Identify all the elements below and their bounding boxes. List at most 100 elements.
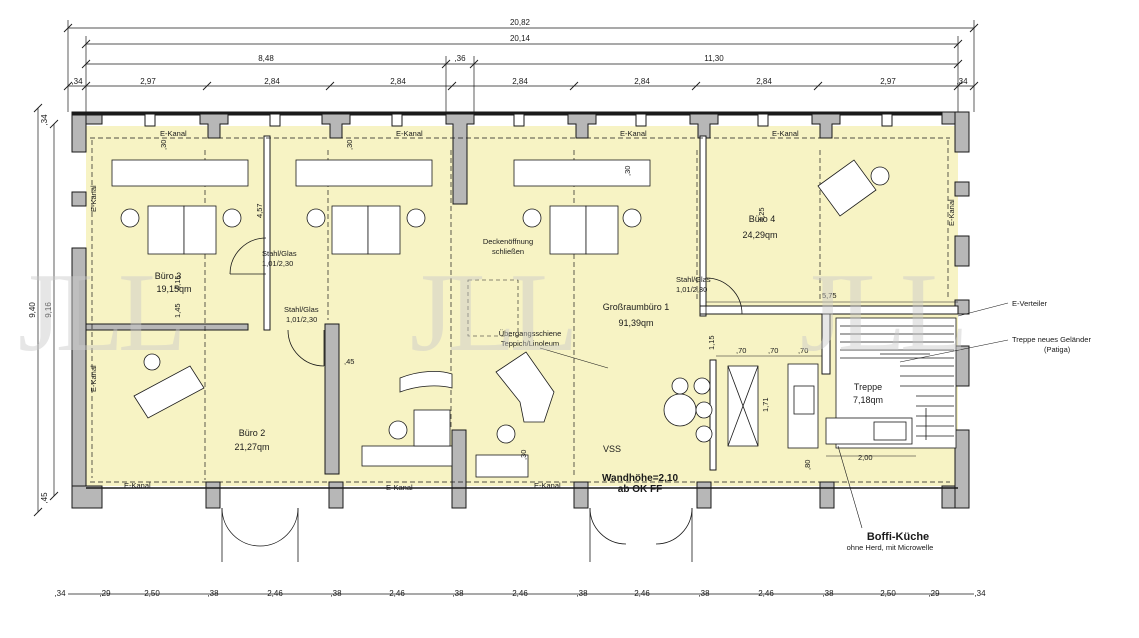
wall-height-label-2: ab OK FF <box>618 484 662 495</box>
dim-bottom-10: 2,46 <box>634 589 650 598</box>
ceiling-opening-label-1: Deckenöffnung <box>483 237 533 246</box>
dim-70b: ,70 <box>768 346 778 355</box>
stair-railing-leader <box>899 339 1009 363</box>
stair-railing-label-1: Treppe neues Geländer <box>1012 335 1091 344</box>
watermark-center: JLL <box>410 251 572 375</box>
dimension-ticks <box>33 23 979 517</box>
e-verteiler-leader <box>957 302 1009 317</box>
dim-bottom-14: 2,50 <box>880 589 896 598</box>
wall-height-label-1: Wandhöhe=2,10 <box>602 473 678 484</box>
dim-middle-part: ,36 <box>454 54 466 63</box>
room-treppe-area: 7,18qm <box>853 395 883 405</box>
dim-top-7: 2,97 <box>880 77 896 86</box>
dim-200: 2,00 <box>858 453 873 462</box>
door-label-1: Stahl/Glas <box>262 249 297 258</box>
ceiling-opening-label-2: schließen <box>492 247 524 256</box>
door-label-3: Stahl/Glas <box>676 275 711 284</box>
dim-bottom-0: ,34 <box>54 589 66 598</box>
dim-bottom-3: ,38 <box>207 589 219 598</box>
dim-top-3: 2,84 <box>390 77 406 86</box>
dim-bottom-7: ,38 <box>452 589 464 598</box>
dim-bottom-2: 2,50 <box>144 589 160 598</box>
dim-top-4: 2,84 <box>512 77 528 86</box>
room-buero4-area: 24,29qm <box>742 230 777 240</box>
kitchen-label: Boffi-Küche <box>867 531 929 543</box>
door-dim-3: 1,01/2,30 <box>676 285 707 294</box>
dim-top-1: 2,97 <box>140 77 156 86</box>
stair-railing-label-2: (Patiga) <box>1044 345 1071 354</box>
dim-80: ,80 <box>803 460 812 470</box>
floor-area-top-strip <box>86 126 958 134</box>
ekanal-label-bottom-2: E-Kanal <box>386 483 413 492</box>
dim-115: 1,15 <box>707 335 716 350</box>
room-buero2-name: Büro 2 <box>239 428 266 438</box>
dim-70a: ,70 <box>736 346 746 355</box>
kitchen-block <box>727 363 913 449</box>
dim-415: 4,15 <box>173 275 182 290</box>
ceiling-opening <box>467 279 519 337</box>
chairs <box>120 166 890 444</box>
ekanal-label-left-2: E-Kanal <box>89 365 98 392</box>
ekanal-label-left-1: E-Kanal <box>89 185 98 212</box>
ekanal-label-top-4: E-Kanal <box>772 129 799 138</box>
room-buero4-name: Büro 4 <box>749 214 776 224</box>
dim-overall-inner: 20,14 <box>510 34 531 43</box>
ekanal-label-top-2: E-Kanal <box>396 129 423 138</box>
ekanal-label-right: E-Kanal <box>947 199 956 226</box>
ekanal-label-bottom-3: E-Kanal <box>534 481 561 490</box>
dim-overall-outer: 20,82 <box>510 18 531 27</box>
dim-425: 4,25 <box>757 207 766 222</box>
top-pillars <box>199 113 841 205</box>
dim-bottom-15: ,29 <box>928 589 940 598</box>
ekanal-label-bottom-1: E-Kanal <box>124 481 151 490</box>
dim-left-outer: 9,40 <box>28 302 37 318</box>
dim-457: 4,57 <box>255 203 264 218</box>
kitchen-note: ohne Herd, mit Microwelle <box>847 543 934 552</box>
dim-left-part: 8,48 <box>258 54 274 63</box>
dim-top-6: 2,84 <box>756 77 772 86</box>
dim-bottom-6: 2,46 <box>389 589 405 598</box>
transition-leader <box>539 347 609 369</box>
outer-walls <box>71 111 970 509</box>
dim-right-part: 11,30 <box>704 54 724 63</box>
dim-30b: ,30 <box>345 140 354 150</box>
e-verteiler-label: E-Verteiler <box>1012 299 1048 308</box>
dim-45: ,45 <box>344 357 354 366</box>
dim-30a: ,30 <box>159 140 168 150</box>
dimension-lines <box>37 20 975 595</box>
dim-30c: ,30 <box>623 166 632 176</box>
ekanal-label-top-3: E-Kanal <box>620 129 647 138</box>
door-label-2: Stahl/Glas <box>284 305 319 314</box>
dim-top-5: 2,84 <box>634 77 650 86</box>
dim-575: 5,75 <box>822 291 837 300</box>
room-grossraum-area: 91,39qm <box>618 318 653 328</box>
dim-bottom-5: ,38 <box>330 589 342 598</box>
room-buero2-area: 21,27qm <box>234 442 269 452</box>
dim-top-0: ,34 <box>71 77 83 86</box>
room-buero3-name: Büro 3 <box>155 271 182 281</box>
ekanal-label-top-1: E-Kanal <box>160 129 187 138</box>
dim-bottom-16: ,34 <box>974 589 986 598</box>
dim-bottom-4: 2,46 <box>267 589 283 598</box>
room-buero3-area: 19,15qm <box>156 284 191 294</box>
dim-left-inner: 9,16 <box>44 302 53 318</box>
watermark-right: JLL <box>800 251 962 375</box>
dim-bottom-1: ,29 <box>99 589 111 598</box>
dim-bottom-8: 2,46 <box>512 589 528 598</box>
watermark-left: JLL <box>18 251 180 375</box>
dim-left-bottom: ,45 <box>40 492 49 504</box>
dim-bottom-9: ,38 <box>576 589 588 598</box>
desks <box>111 159 877 478</box>
dim-30d: ,30 <box>519 450 528 460</box>
dim-171: 1,71 <box>761 397 770 412</box>
room-vss: VSS <box>603 444 621 454</box>
room-treppe-name: Treppe <box>854 382 882 392</box>
transition-label-1: Übergangsschiene <box>499 329 562 338</box>
dim-bottom-13: ,38 <box>822 589 834 598</box>
room-grossraum-name: Großraumbüro 1 <box>603 302 670 312</box>
dim-bottom-12: 2,46 <box>758 589 774 598</box>
dim-left-top: ,34 <box>40 114 49 126</box>
door-dim-1: 1,01/2,30 <box>262 259 293 268</box>
dim-70c: ,70 <box>798 346 808 355</box>
